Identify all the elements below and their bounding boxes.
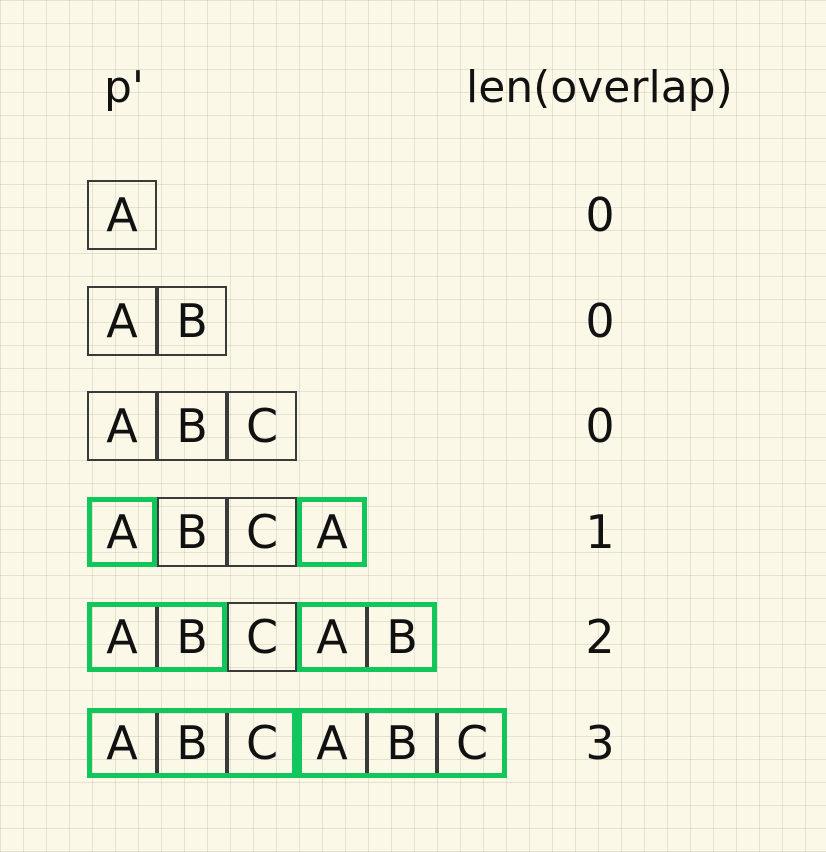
overlap-length-value: 3 [585, 716, 615, 770]
suffix-highlight [297, 497, 367, 567]
overlap-length-value: 0 [585, 294, 615, 348]
char-cell: B [157, 286, 227, 356]
suffix-highlight [297, 708, 507, 778]
prefix-highlight [87, 602, 227, 672]
char-cell: A [87, 497, 157, 567]
char-cell: B [157, 497, 227, 567]
overlap-length-value: 1 [585, 505, 615, 559]
char-cell: C [227, 602, 297, 672]
prefix-header: p' [104, 62, 145, 113]
prefix-highlight [87, 497, 157, 567]
prefix-row-1: A [87, 180, 157, 250]
char-cell: A [87, 391, 157, 461]
overlap-length-header: len(overlap) [466, 62, 733, 113]
suffix-highlight [297, 602, 437, 672]
char-cell: A [87, 180, 157, 250]
overlap-length-value: 0 [585, 399, 615, 453]
char-cell: A [87, 286, 157, 356]
char-cell: C [227, 391, 297, 461]
char-cell: C [227, 497, 297, 567]
char-cell: B [157, 391, 227, 461]
overlap-length-value: 2 [585, 610, 615, 664]
char-cell: B [367, 602, 437, 672]
prefix-highlight [87, 708, 297, 778]
overlap-length-value: 0 [585, 188, 615, 242]
